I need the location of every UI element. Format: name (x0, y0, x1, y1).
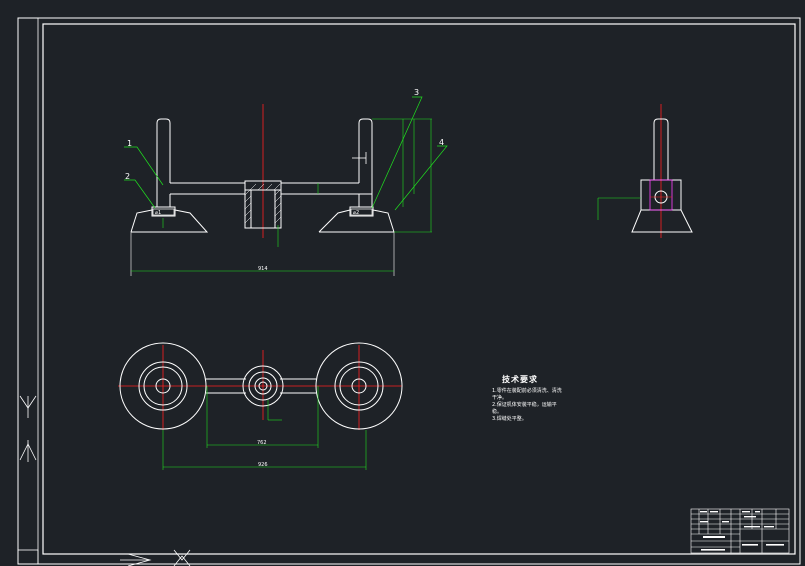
svg-text:914: 914 (258, 266, 268, 272)
tech-requirement-line: 3.焊缝处平整。 (492, 416, 527, 422)
outer-border (17, 17, 801, 565)
title-block-fill (700, 511, 784, 551)
svg-text:926: 926 (258, 462, 268, 468)
leaders (124, 96, 448, 211)
tech-requirement-line: 稳。 (492, 409, 503, 415)
svg-text:⌀1: ⌀1 (155, 210, 161, 216)
front-view (130, 104, 395, 276)
top-view (118, 342, 403, 430)
weld-symbol-left: ⌀1 (152, 208, 175, 216)
balloon-2: 2 (125, 172, 130, 181)
balloon-4: 4 (439, 138, 444, 147)
tech-requirements-title: 技术要求 (502, 375, 538, 384)
weld-symbol-right: ⌀2 (350, 208, 373, 216)
tech-requirement-line: 1.零件在装配前必须清洗、清洗 (492, 388, 562, 394)
tech-requirement-line: 干净。 (492, 395, 508, 401)
title-block (690, 508, 790, 554)
svg-text:762: 762 (257, 440, 267, 446)
inner-border (42, 23, 796, 555)
tech-requirement-line: 2.保证机体安装平稳，运输平 (492, 402, 557, 408)
orientation-marks (17, 395, 191, 566)
top-dimensions (162, 386, 367, 470)
tube-hatch (244, 183, 282, 224)
front-dimensions (131, 118, 432, 272)
side-view (597, 104, 693, 238)
balloon-3: 3 (414, 88, 419, 97)
balloon-1: 1 (127, 139, 132, 148)
svg-text:⌀2: ⌀2 (353, 210, 359, 216)
technical-requirements: 技术要求 1.零件在装配前必须清洗、清洗 干净。 2.保证机体安装平稳，运输平 … (492, 374, 592, 423)
